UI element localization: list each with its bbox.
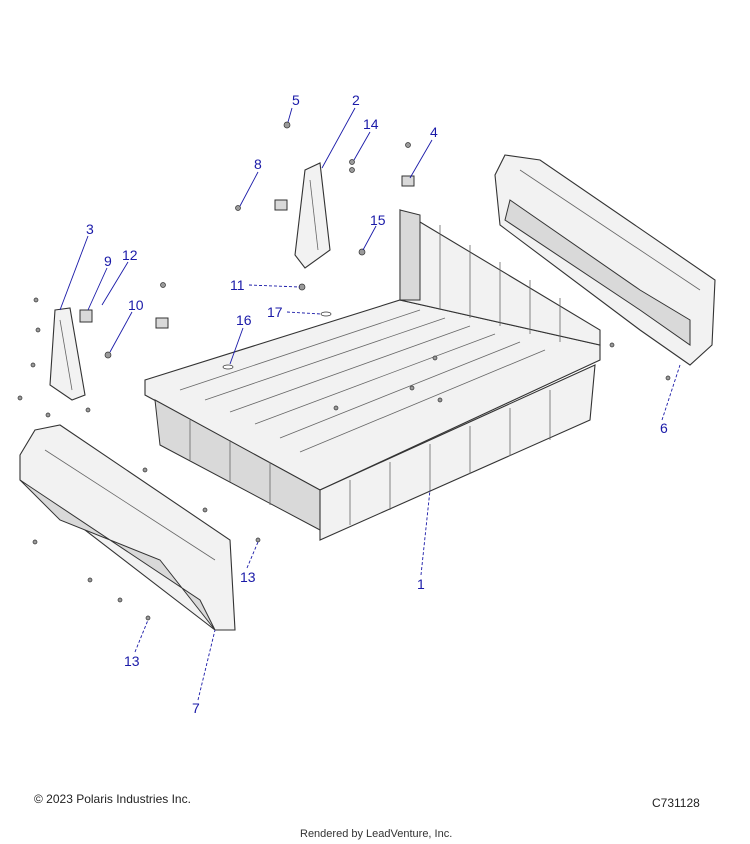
cargo-box [144,209,601,541]
rendered-by-text: Rendered by LeadVenture, Inc. [300,828,453,840]
left-bracket [49,307,86,401]
left-side-panel [19,424,236,631]
callout-8: 8 [254,156,262,172]
callout-14: 14 [363,116,379,132]
callout-2: 2 [352,92,360,108]
callout-10: 10 [128,297,144,313]
center-bracket [294,162,331,269]
callout-13a: 13 [240,569,256,585]
callout-12: 12 [122,247,138,263]
callout-9: 9 [104,253,112,269]
callout-16: 16 [236,312,252,328]
callout-17: 17 [267,304,283,320]
callout-13b: 13 [124,653,140,669]
callout-5: 5 [292,92,300,108]
callout-3: 3 [86,221,94,237]
right-side-panel [494,154,716,366]
diagram-code: C731128 [652,796,700,810]
callout-15: 15 [370,212,386,228]
callout-7: 7 [192,700,200,716]
small-parts [17,121,671,621]
copyright-text: © 2023 Polaris Industries Inc. [34,792,191,806]
callout-4: 4 [430,124,438,140]
callout-11: 11 [230,277,245,293]
callout-1: 1 [417,576,425,592]
callout-6: 6 [660,420,668,436]
leader-lines [59,107,681,701]
